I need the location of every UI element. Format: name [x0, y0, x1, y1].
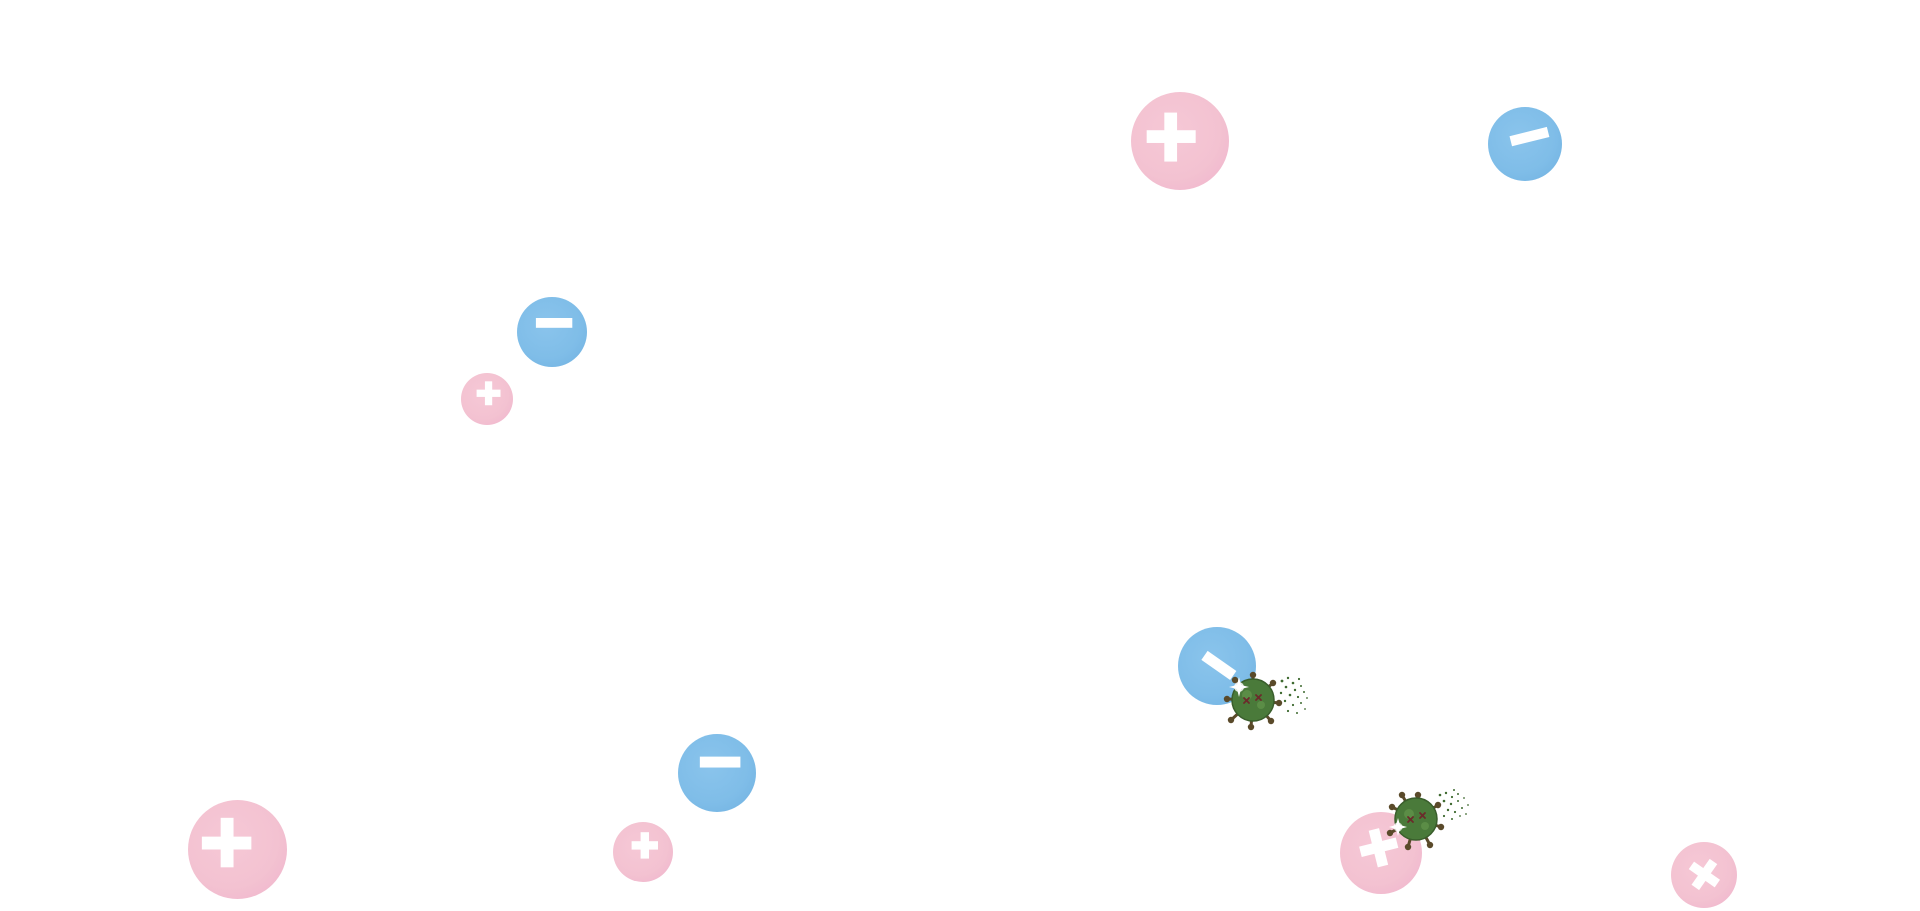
plus-icon: [631, 832, 658, 859]
plus-bubble-small-left[interactable]: [461, 373, 513, 425]
minus-icon: [1201, 650, 1237, 680]
minus-icon: [699, 756, 741, 768]
minus-bubble-top-right[interactable]: [1488, 107, 1562, 181]
plus-bubble-bottom-right[interactable]: [1671, 842, 1737, 908]
virus-bottom-right[interactable]: [1378, 785, 1488, 855]
plus-icon: [201, 817, 252, 868]
virus-icon: [1223, 671, 1308, 731]
minus-bubble-left[interactable]: [517, 297, 587, 367]
minus-icon: [1509, 126, 1550, 147]
plus-bubble-large[interactable]: [1131, 92, 1229, 190]
minus-bubble-hit-virus[interactable]: [1178, 627, 1256, 705]
virus-center[interactable]: [1215, 665, 1325, 735]
plus-bubble-bottom-left[interactable]: [188, 800, 287, 899]
minus-icon: [535, 318, 573, 328]
plus-icon: [476, 381, 501, 406]
minus-bubble-bottom[interactable]: [678, 734, 756, 812]
virus-icon: [1386, 789, 1469, 851]
plus-icon: [1146, 112, 1196, 162]
plus-icon: [1359, 828, 1399, 868]
plus-icon: [1688, 858, 1721, 891]
plus-bubble-bottom-small[interactable]: [613, 822, 673, 882]
